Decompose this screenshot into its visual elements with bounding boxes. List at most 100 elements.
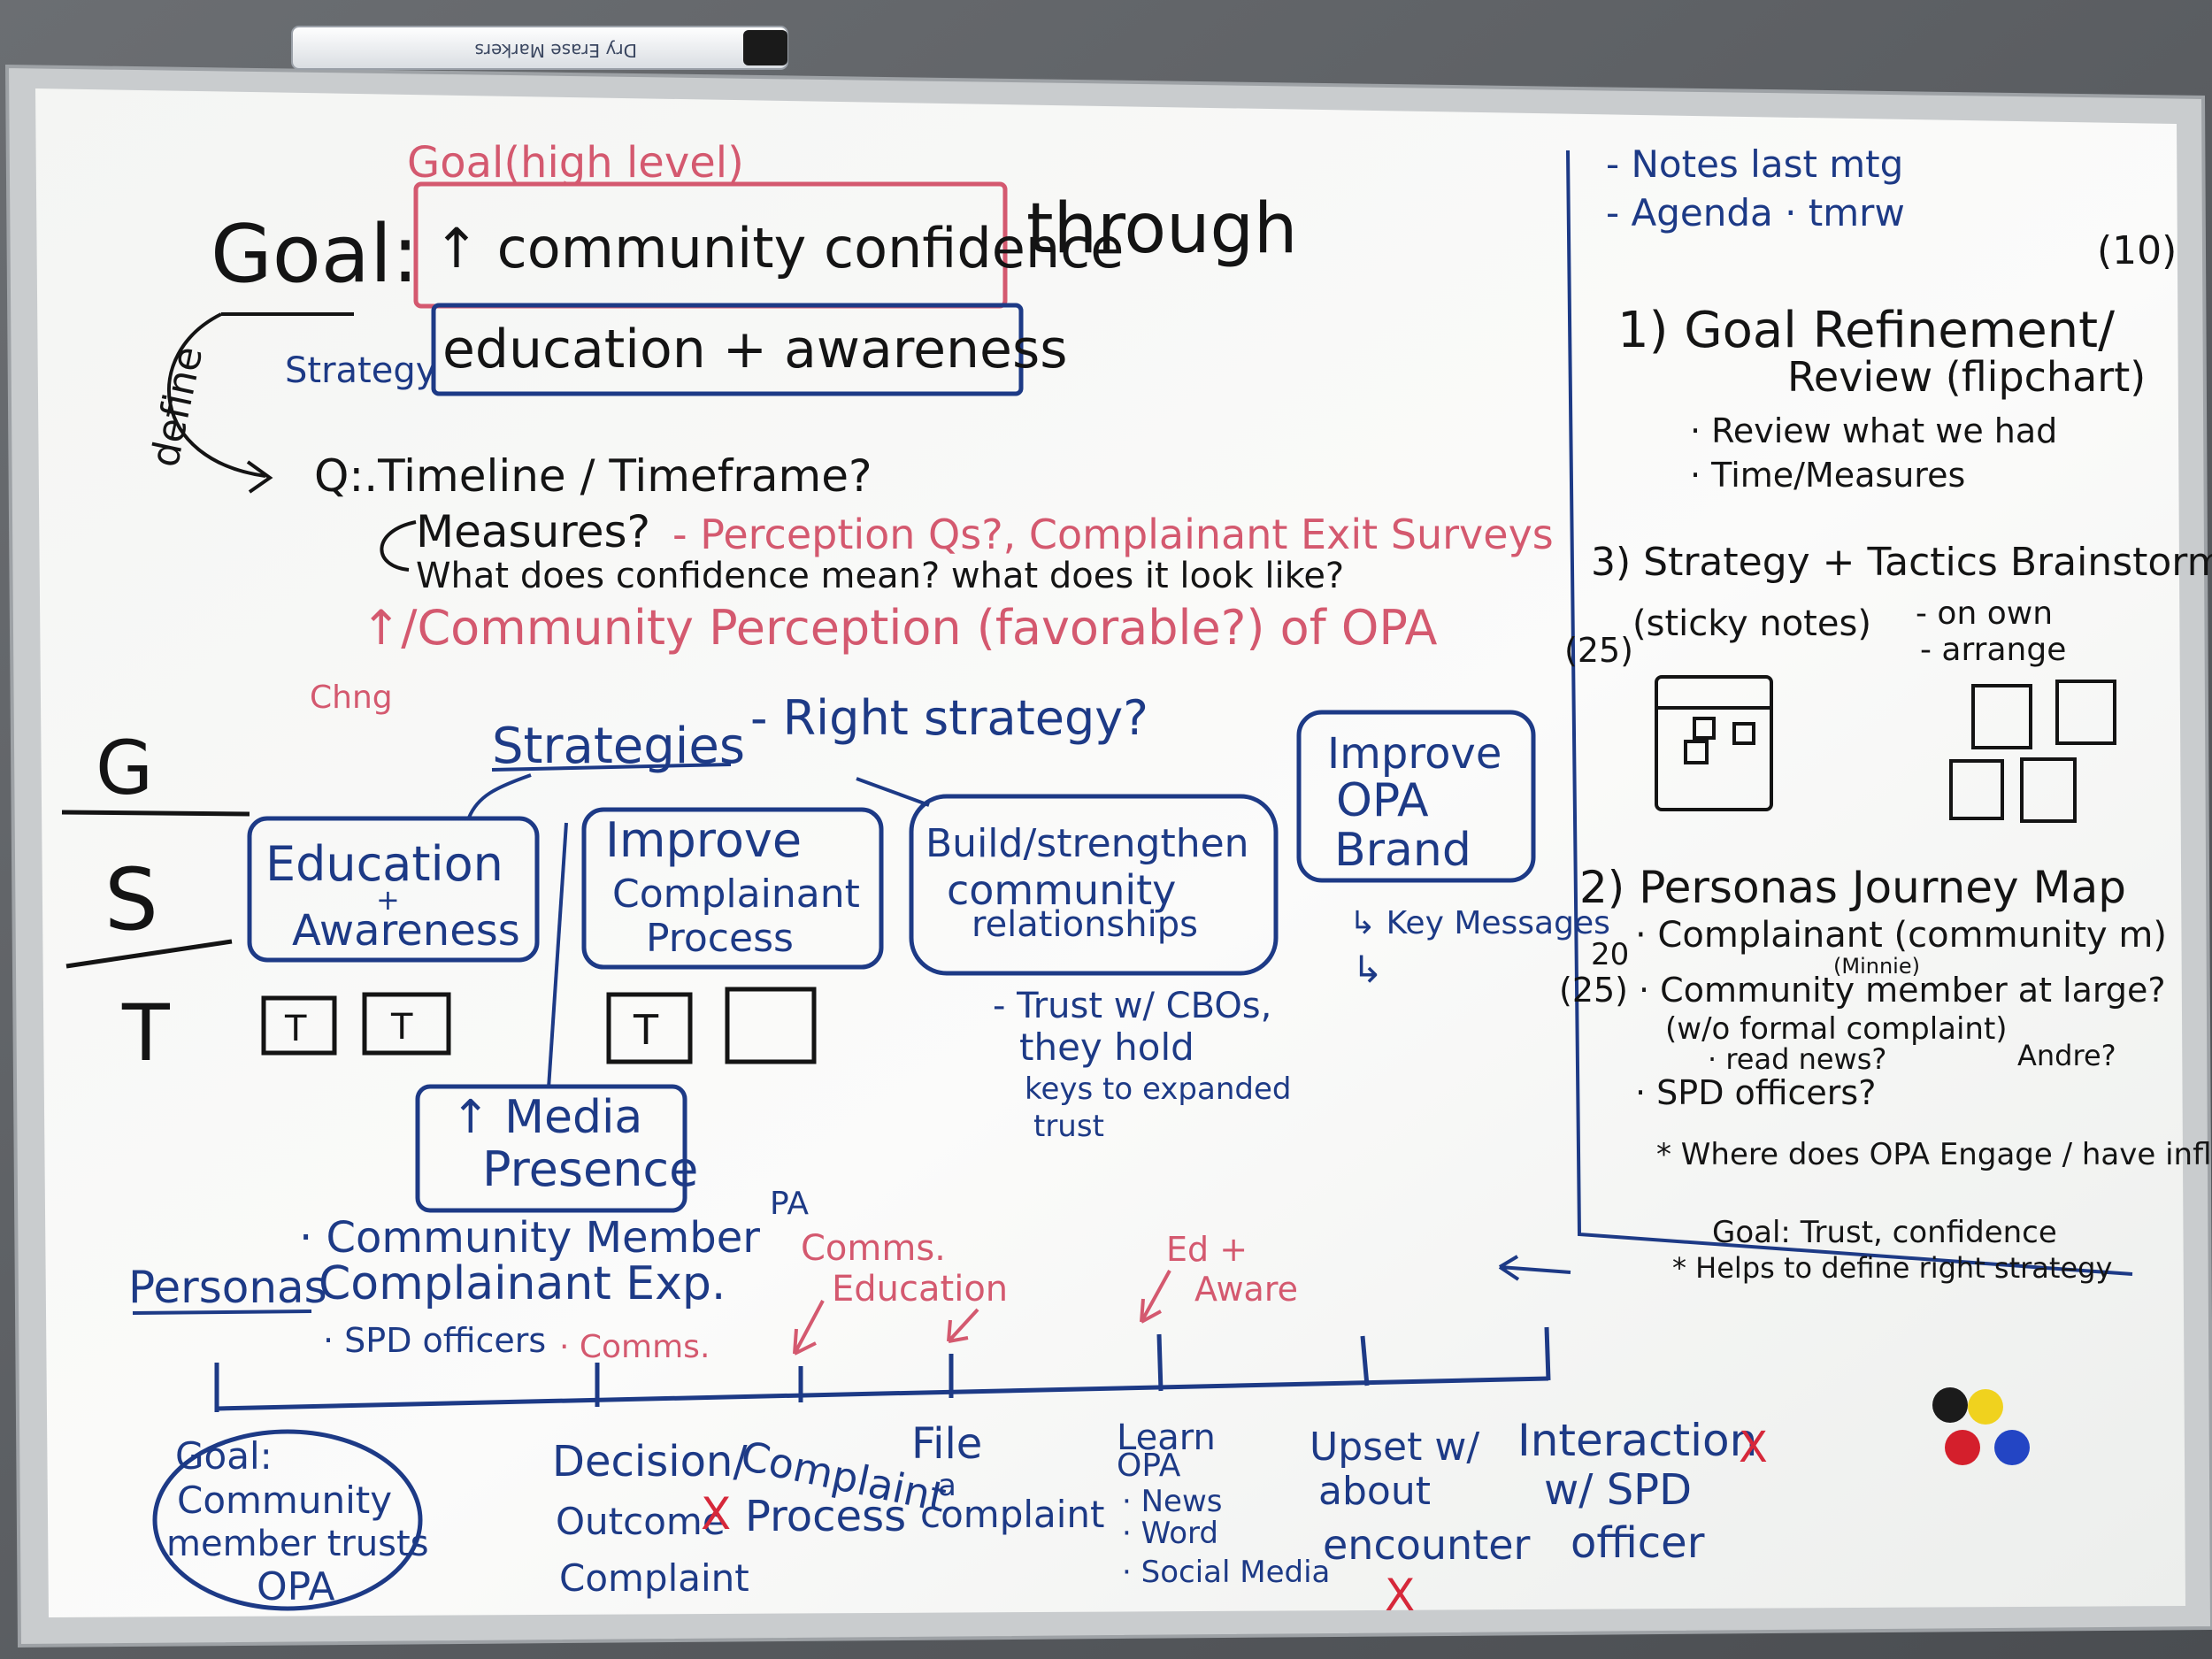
svg-text:T: T — [633, 1006, 659, 1054]
svg-text:T: T — [390, 1007, 413, 1048]
timeline-learn-4: · Word — [1122, 1516, 1218, 1551]
svg-text:Awareness: Awareness — [292, 906, 520, 956]
timeline-decision-2: Outcome — [556, 1500, 726, 1543]
timeline-upset-3: encounter — [1323, 1521, 1531, 1569]
personas-underline — [133, 1311, 311, 1313]
timeline-file-1: File — [911, 1419, 982, 1469]
timeline-upset-2: about — [1318, 1469, 1431, 1514]
goal-box-text: ↑ community confidence — [434, 216, 1124, 280]
perception-note: - Perception Qs?, Complainant Exit Surve… — [672, 511, 1554, 558]
key-messages: ↳ Key Messages — [1349, 905, 1610, 941]
trust-line-4: trust — [1033, 1109, 1104, 1144]
personas-label: Personas — [128, 1262, 327, 1313]
persona-line-8: * Where does OPA Engage / have influence… — [1656, 1137, 2212, 1172]
timeline-question: Q:.Timeline / Timeframe? — [314, 450, 872, 502]
ed-aware-2: Aware — [1194, 1270, 1298, 1309]
timeline-learn-3: · News — [1122, 1484, 1223, 1519]
confidence-question: What does confidence mean? what does it … — [416, 556, 1344, 596]
trust-line-1: - Trust w/ CBOs, — [993, 986, 1271, 1026]
timeline-decision-3: Complaint — [559, 1556, 749, 1600]
trust-line-3: keys to expanded — [1025, 1071, 1291, 1107]
timeline-decision-1: Decision/ — [552, 1437, 748, 1486]
spd-officers: · SPD officers — [323, 1321, 546, 1360]
svg-text:Build/strengthen: Build/strengthen — [926, 821, 1249, 866]
agenda-ten: (10) — [2097, 228, 2177, 273]
strategy-box-education: Education + Awareness — [250, 818, 537, 960]
timeline-interaction-3: officer — [1571, 1518, 1705, 1568]
persona-line-3: · Community member at large? — [1639, 971, 2166, 1010]
marker-box-label: Dry Erase Markers — [474, 40, 637, 61]
goal-label: Goal: — [211, 208, 419, 301]
svg-text:Complainant: Complainant — [612, 872, 860, 917]
gst-t: T — [121, 987, 171, 1079]
svg-text:↑ Media: ↑ Media — [451, 1091, 642, 1144]
pa-note: PA — [770, 1186, 809, 1222]
agenda-agenda: - Agenda · tmrw — [1606, 191, 1905, 234]
timeline-goal-3: member trusts — [166, 1524, 429, 1564]
persona-line-6: · read news? — [1708, 1042, 1886, 1076]
timeline-complaint-process-2: Process — [745, 1492, 906, 1541]
timeline-upset-x: X — [1385, 1570, 1415, 1621]
svg-text:Improve: Improve — [605, 812, 802, 868]
agenda-item-1-bullet-1: · Review what we had — [1690, 411, 2057, 450]
marker-box[interactable]: Dry Erase Markers — [292, 27, 787, 69]
right-strategy: - Right strategy? — [750, 690, 1148, 746]
timeline-decision-x: X — [701, 1488, 731, 1540]
gst-g: G — [96, 725, 153, 811]
timeline-tick-7 — [1547, 1327, 1548, 1380]
timeline-goal-2: Community — [177, 1479, 392, 1522]
agenda-25a: (25) — [1564, 631, 1633, 670]
measures-question: Measures? — [416, 506, 650, 557]
persona-line-4: (w/o formal complaint) — [1665, 1011, 2008, 1047]
chng-note: Chng — [310, 680, 393, 716]
persona-line-1: · Complainant (community m) — [1635, 915, 2167, 956]
timeline-file-3: complaint — [920, 1493, 1105, 1536]
agenda-arrange: - arrange — [1920, 632, 2066, 668]
timeline-interaction-x: X — [1739, 1423, 1768, 1472]
persona-line-5: Andre? — [2017, 1039, 2116, 1072]
gst-line-1 — [62, 812, 250, 814]
timeline-upset-1: Upset w/ — [1310, 1425, 1479, 1470]
timeline-tick-5 — [1159, 1334, 1161, 1391]
ed-aware-1: Ed + — [1166, 1230, 1248, 1269]
persona-line-10: * Helps to define right strategy — [1672, 1251, 2112, 1285]
timeline-goal-4: OPA — [257, 1564, 334, 1609]
agenda-25b: (25) — [1559, 971, 1628, 1010]
strategy-box-text: education + awareness — [442, 319, 1067, 380]
svg-text:Presence: Presence — [482, 1141, 698, 1197]
agenda-on-own: - on own — [1916, 595, 2053, 632]
comms-education-2: Education — [832, 1269, 1008, 1310]
agenda-item-3: 3) Strategy + Tactics Brainstorm — [1591, 540, 2212, 585]
key-messages-arrow: ↳ — [1352, 948, 1383, 991]
agenda-item-1-bullet-2: · Time/Measures — [1690, 456, 1965, 495]
comms-red: · Comms. — [559, 1329, 710, 1365]
complainant-exp: Complainant Exp. — [319, 1257, 726, 1310]
timeline-interaction-1: Interaction — [1517, 1415, 1757, 1466]
goal-high-level: Goal(high level) — [407, 138, 744, 188]
agenda-item-2: 2) Personas Journey Map — [1579, 862, 2126, 913]
agenda-item-1b: Review (flipchart) — [1787, 353, 2146, 401]
persona-line-7: · SPD officers? — [1635, 1073, 1876, 1112]
agenda-sticky: (sticky notes) — [1632, 603, 1871, 644]
agenda-item-1: 1) Goal Refinement/ — [1617, 302, 2115, 359]
timeline-goal-1: Goal: — [175, 1434, 273, 1478]
svg-text:Process: Process — [646, 916, 794, 961]
persona-line-9: Goal: Trust, confidence — [1712, 1215, 2057, 1250]
agenda-notes: - Notes last mtg — [1606, 142, 1903, 186]
timeline-learn-2: OPA — [1117, 1448, 1181, 1484]
svg-text:Brand: Brand — [1334, 824, 1471, 877]
through-word: through — [1026, 189, 1297, 269]
svg-text:T: T — [284, 1009, 307, 1049]
strategy-label: Strategy — [285, 350, 436, 391]
timeline-learn-5: · Social Media — [1122, 1555, 1330, 1590]
agenda-20: 20 — [1591, 937, 1629, 972]
svg-text:relationships: relationships — [972, 904, 1198, 945]
comms-education-1: Comms. — [801, 1228, 946, 1269]
trust-line-2: they hold — [1019, 1025, 1194, 1069]
community-member: · Community Member — [299, 1213, 760, 1263]
community-perception: ↑/Community Perception (favorable?) of O… — [361, 600, 1437, 656]
timeline-interaction-2: w/ SPD — [1544, 1465, 1692, 1515]
gst-s: S — [104, 850, 158, 949]
svg-text:OPA: OPA — [1336, 774, 1429, 827]
